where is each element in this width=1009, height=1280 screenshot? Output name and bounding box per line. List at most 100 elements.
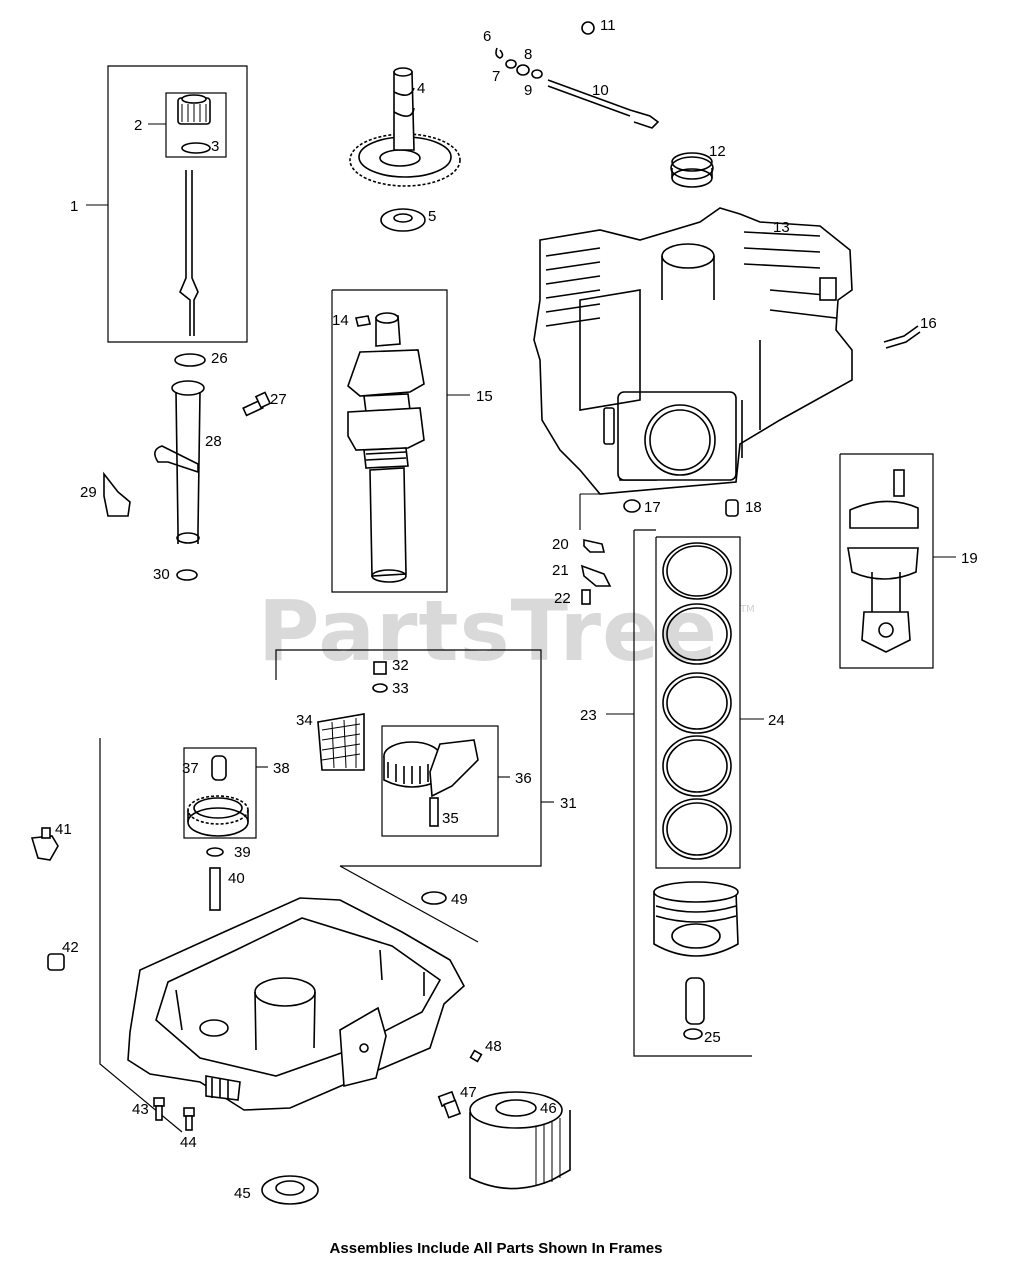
callout-44: 44 [180,1134,197,1151]
piston-part [653,881,739,957]
callout-40: 40 [228,870,245,887]
footer-note: Assemblies Include All Parts Shown In Fr… [330,1240,663,1257]
callout-20: 20 [552,536,569,553]
callout-21: 21 [552,562,569,579]
callout-11: 11 [600,17,616,34]
callout-48: 48 [485,1038,502,1055]
nut-8-part [516,64,530,76]
callout-30: 30 [153,566,170,583]
part-11 [581,21,595,35]
frame-connecting-rod [839,453,934,669]
pin-37-part [211,755,227,781]
washer-7-part [505,59,517,69]
bolt-44-part [183,1107,195,1131]
fitting-47-part [437,1090,462,1119]
callout-49: 49 [451,891,468,908]
callout-12: 12 [709,143,726,160]
callout-5: 5 [428,208,436,225]
callout-2: 2 [134,117,142,134]
callout-labels: 1 2 3 4 5 6 7 8 9 10 11 12 13 14 15 16 1… [55,17,978,1202]
shaft-40-part [209,867,221,911]
callout-47: 47 [460,1084,477,1101]
part-17 [623,499,641,513]
watermark-tm: TM [739,604,755,615]
oil-pickup-screen-part [317,713,365,771]
callout-16: 16 [920,315,937,332]
part-22 [581,589,591,605]
clip-6-part [495,47,504,59]
part-33 [372,683,388,693]
callout-1: 1 [70,198,78,215]
callout-29: 29 [80,484,97,501]
bolt-43-part [153,1097,165,1121]
washer-9-part [531,69,543,79]
part-18 [725,499,739,517]
key-14-part [355,315,371,327]
part-48 [469,1049,483,1063]
crankshaft-part [347,312,425,583]
frame-crankshaft [331,289,448,593]
callout-36: 36 [515,770,532,787]
callout-22: 22 [554,590,571,607]
callout-41: 41 [55,821,72,838]
watermark: PartsTree [258,582,718,680]
rod-10-part [547,79,660,129]
washer-39-part [206,847,224,857]
callout-10: 10 [592,82,609,99]
callout-35: 35 [442,810,459,827]
oil-filter-part [469,1091,571,1190]
wrist-pin-part [685,977,705,1025]
camshaft-part [349,67,461,187]
oil-pump-part [383,739,479,827]
callout-25: 25 [704,1029,721,1046]
callout-15: 15 [476,388,493,405]
callout-38: 38 [273,760,290,777]
callout-8: 8 [524,46,532,63]
screw-27-part [242,391,272,417]
dipstick-blade-part [179,170,199,336]
callout-28: 28 [205,433,222,450]
callout-14: 14 [332,312,349,329]
part-32 [373,661,387,675]
dipstick-cap-part [177,94,211,125]
oil-pan-part [127,897,466,1111]
part-20 [583,539,606,553]
connecting-rod-part [847,469,919,653]
callout-3: 3 [211,138,219,155]
callout-26: 26 [211,350,228,367]
washer-5-part [380,208,426,232]
callout-43: 43 [132,1101,149,1118]
callout-45: 45 [234,1185,251,1202]
callout-33: 33 [392,680,409,697]
callout-42: 42 [62,939,79,956]
callout-7: 7 [492,68,500,85]
governor-gear-part [187,795,249,837]
frame-governor-gear-38 [183,747,257,839]
callout-18: 18 [745,499,762,516]
callout-4: 4 [417,80,425,97]
callout-23: 23 [580,707,597,724]
part-41 [30,827,59,861]
leader-lines [86,123,956,803]
o-ring-49-part [421,891,447,905]
callout-27: 27 [270,391,287,408]
frame-dipstick-assembly [107,65,248,343]
seal-12-part [670,152,714,188]
clip-25-part [683,1028,703,1040]
elbow-16-part [883,325,921,349]
piston-rings-part [662,542,732,860]
callout-19: 19 [961,550,978,567]
callout-46: 46 [540,1100,557,1117]
o-ring-3-part [181,142,211,154]
o-ring-30-part [176,569,198,581]
callout-39: 39 [234,844,251,861]
plug-42-part [47,953,65,971]
frame-cap [165,92,227,158]
frame-oil-pump-assembly [275,649,542,867]
frame-oil-pan [99,738,479,1133]
callout-24: 24 [768,712,785,729]
cylinder-block-part [533,207,853,495]
callout-31: 31 [560,795,577,812]
callout-13: 13 [773,219,790,236]
